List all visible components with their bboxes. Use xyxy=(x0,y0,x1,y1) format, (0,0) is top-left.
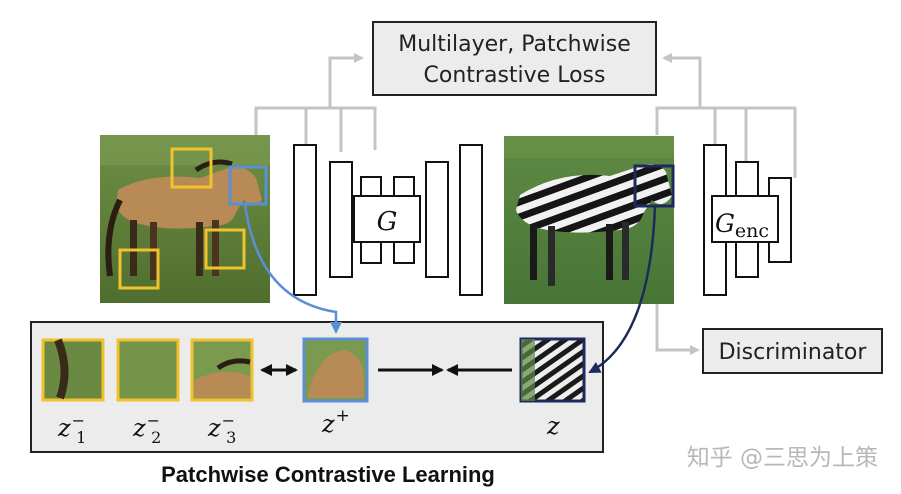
positive-extraction-arrow xyxy=(243,203,342,334)
query-extraction-arrow xyxy=(588,205,657,374)
encoder-label: Genc xyxy=(715,209,769,242)
zebra-output-image xyxy=(504,136,674,304)
label-z3-neg: z−3 xyxy=(207,411,236,447)
label-z-pos: z+ xyxy=(321,406,350,438)
negative-patches xyxy=(41,338,254,402)
horse-patch-markers xyxy=(118,147,268,290)
discriminator-label: Discriminator xyxy=(719,340,868,365)
generator-network xyxy=(293,144,483,296)
discriminator-box: Discriminator xyxy=(702,328,883,374)
horse-input-image xyxy=(100,135,270,303)
label-z1-neg: z−1 xyxy=(57,411,86,447)
encoder-network xyxy=(703,144,792,296)
generator-label: G xyxy=(377,207,398,237)
query-patch xyxy=(519,337,586,403)
loss-box: Multilayer, Patchwise Contrastive Loss xyxy=(372,21,657,96)
label-z2-neg: z−2 xyxy=(132,411,161,447)
diagram-caption: Patchwise Contrastive Learning xyxy=(161,462,495,487)
watermark: 知乎 @三思为上策 xyxy=(687,445,878,471)
loss-connectors xyxy=(254,53,797,355)
label-z-query: z xyxy=(546,412,560,440)
positive-patch xyxy=(302,337,369,403)
loss-box-line1: Multilayer, Patchwise xyxy=(398,32,630,57)
loss-box-line2: Contrastive Loss xyxy=(424,63,606,88)
